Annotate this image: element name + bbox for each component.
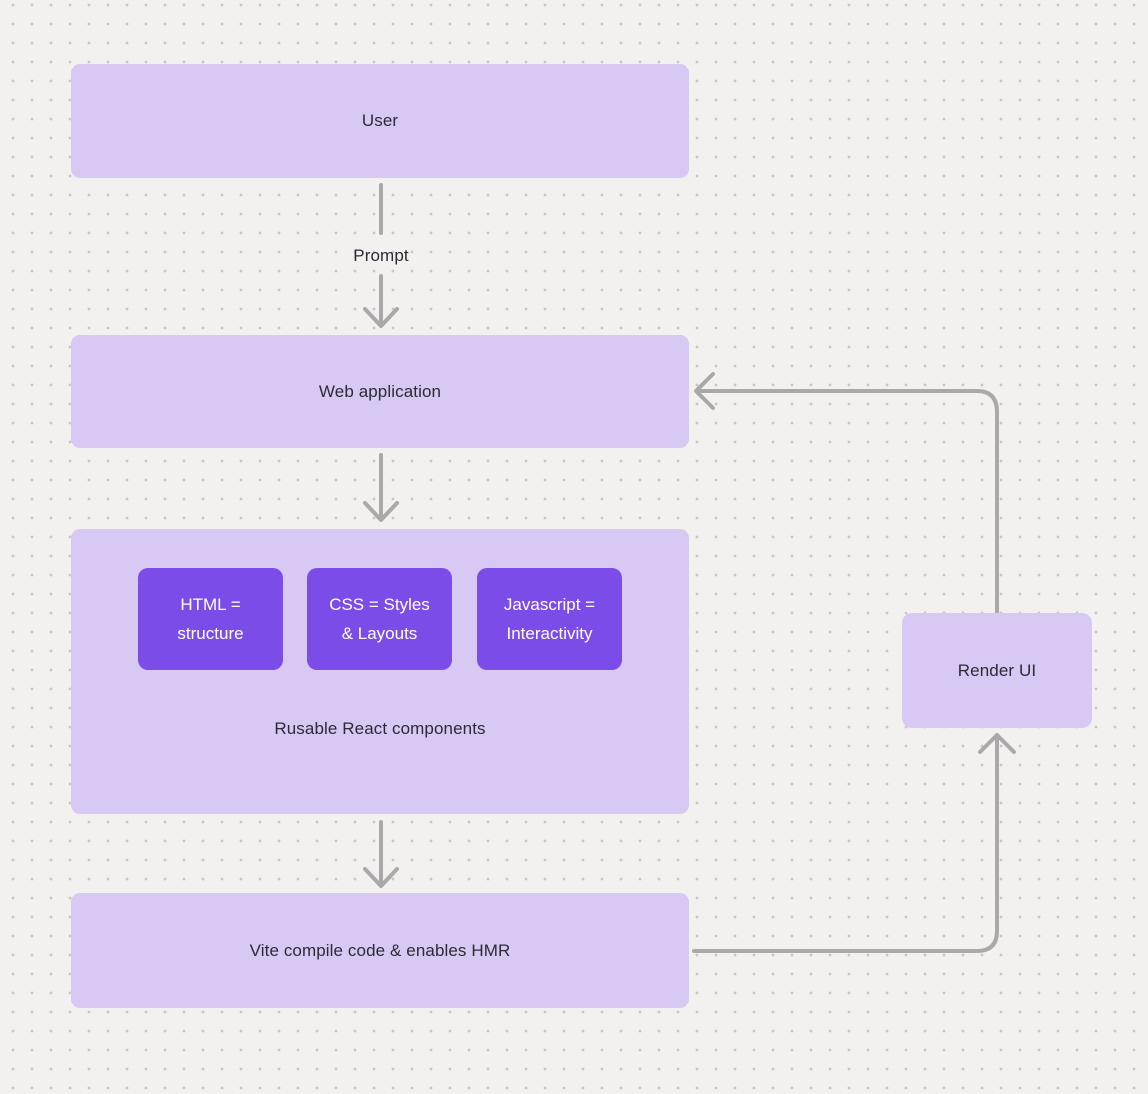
node-components-label: Rusable React components	[274, 719, 486, 738]
edge-render-to-web-line	[699, 389, 999, 615]
edge-render-to-web-arrowhead-icon	[694, 372, 715, 410]
edge-vite-to-render-arrowhead-icon	[978, 733, 1016, 754]
node-css-label-line1: CSS = Styles	[329, 595, 430, 614]
node-css-label-line2: & Layouts	[341, 624, 418, 643]
node-html: HTML = structure	[138, 568, 283, 670]
edge-vite-to-render-line	[692, 738, 999, 953]
edge-user-to-web-arrowhead-icon	[363, 307, 399, 328]
node-web-application: Web application	[71, 335, 689, 448]
node-html-label-line2: structure	[177, 624, 244, 643]
node-user-label: User	[361, 111, 399, 130]
node-javascript-label-line1: Javascript =	[503, 595, 596, 614]
node-user: User	[71, 64, 689, 178]
node-vite-label: Vite compile code & enables HMR	[249, 940, 511, 960]
edge-prompt-label: Prompt	[353, 246, 409, 265]
node-render-ui-label: Render UI	[957, 660, 1037, 680]
node-css: CSS = Styles & Layouts	[307, 568, 452, 670]
edge-components-to-vite-arrowhead-icon	[363, 867, 399, 888]
node-javascript-label-line2: Interactivity	[506, 624, 593, 643]
node-vite: Vite compile code & enables HMR	[71, 893, 689, 1008]
node-web-application-label: Web application	[318, 381, 442, 401]
edge-web-to-components-arrowhead-icon	[363, 501, 399, 522]
node-javascript: Javascript = Interactivity	[477, 568, 622, 670]
node-html-label-line1: HTML =	[180, 595, 241, 614]
node-render-ui: Render UI	[902, 613, 1092, 728]
